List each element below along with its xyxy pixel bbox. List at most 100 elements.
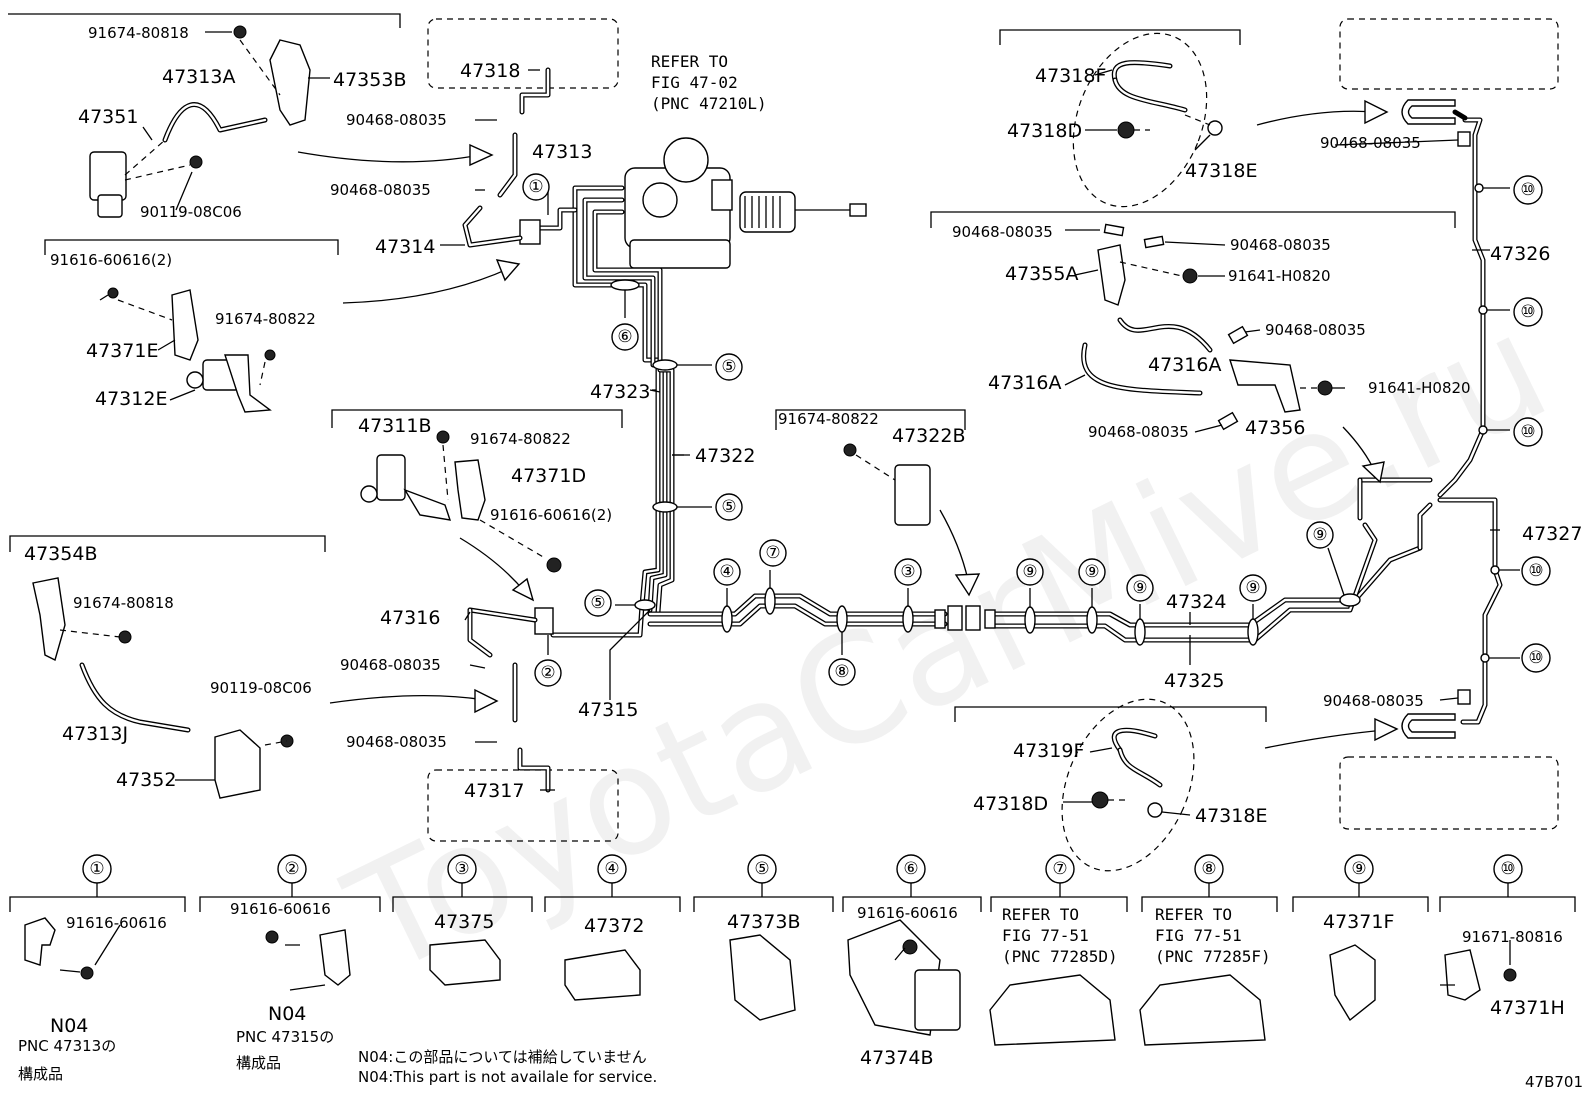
legend-c2-note-line2: 構成品 [236, 1054, 281, 1072]
svg-text:③: ③ [900, 562, 915, 582]
svg-text:⑤: ⑤ [590, 593, 605, 613]
legend-callout-9: ⑨ [1344, 854, 1374, 884]
label-47319F: 47319F [1013, 740, 1084, 762]
label-47354B: 47354B [24, 543, 97, 565]
callout-3-main: ③ [894, 558, 922, 586]
label-47352: 47352 [116, 769, 176, 791]
legend-c10-part-top: 91671-80816 [1462, 928, 1563, 946]
legend-c5-part: 47373B [727, 911, 800, 933]
part-labels: 91674-80818 47313A 47353B 47351 90119-08… [24, 24, 1582, 827]
callout-5-main-c: ⑤ [584, 589, 612, 617]
refer-fig-line1: REFER TO [651, 52, 728, 71]
callout-9-main-a: ⑨ [1016, 558, 1044, 586]
callout-10-main-e: ⑩ [1521, 643, 1551, 673]
svg-text:②: ② [540, 663, 555, 683]
legend-c2-note-line1: PNC 47315の [236, 1028, 334, 1046]
svg-text:⑨: ⑨ [1022, 562, 1037, 582]
svg-text:⑨: ⑨ [1351, 859, 1366, 879]
label-47317: 47317 [464, 780, 524, 802]
svg-text:⑤: ⑤ [754, 859, 769, 879]
svg-text:⑤: ⑤ [721, 357, 736, 377]
callout-1-main: ① [522, 173, 550, 201]
label-47353B: 47353B [333, 69, 406, 91]
label-91641-H0820-a: 91641-H0820 [1228, 267, 1331, 285]
label-47318E-top: 47318E [1185, 160, 1257, 182]
refer-fig-line3: (PNC 47210L) [651, 94, 767, 113]
refer-fig-line2: FIG 47-02 [651, 73, 738, 92]
legend-c9-part: 47371F [1323, 911, 1394, 933]
label-91674-80822-left: 91674-80822 [215, 310, 316, 328]
label-47316: 47316 [380, 607, 440, 629]
label-90468-08035-c: 90468-08035 [340, 656, 441, 674]
label-91641-H0820-b: 91641-H0820 [1368, 379, 1471, 397]
callout-10-main-b: ⑩ [1513, 297, 1543, 327]
legend-callout-6: ⑥ [896, 854, 926, 884]
legend-callout-2: ② [277, 854, 307, 884]
label-47325: 47325 [1164, 670, 1224, 692]
legend-callout-5: ⑤ [747, 854, 777, 884]
label-47313A: 47313A [162, 66, 235, 88]
label-90468-08035-e: 90468-08035 [1320, 134, 1421, 152]
label-47322: 47322 [695, 445, 755, 467]
svg-text:①: ① [89, 859, 104, 879]
callout-bubbles: ① ② ⑥ ⑤ ⑤ ⑤ ④ ⑦ ⑧ ③ ⑨ ⑨ ⑨ ⑨ ⑨ ⑩ ⑩ ⑩ ⑩ ⑩ [522, 173, 1551, 687]
label-47326: 47326 [1490, 243, 1550, 265]
label-47313J: 47313J [62, 723, 128, 745]
label-91674-80818-mid: 91674-80818 [73, 594, 174, 612]
legend-c3-part: 47375 [434, 911, 494, 933]
svg-text:⑨: ⑨ [1245, 578, 1260, 598]
svg-text:⑧: ⑧ [1201, 859, 1216, 879]
label-47356: 47356 [1245, 417, 1305, 439]
label-91616-60616-2-mid: 91616-60616(2) [490, 506, 612, 524]
callout-9-main-c: ⑨ [1126, 574, 1154, 602]
svg-text:④: ④ [604, 859, 619, 879]
callout-7-main: ⑦ [759, 539, 787, 567]
label-90468-08035-d: 90468-08035 [346, 733, 447, 751]
callout-9-main-d: ⑨ [1239, 574, 1267, 602]
legend-c1-note-line2: 構成品 [18, 1065, 63, 1083]
label-47318D-top: 47318D [1007, 120, 1082, 142]
legend-callout-7: ⑦ [1045, 854, 1075, 884]
svg-text:④: ④ [719, 562, 734, 582]
svg-text:⑩: ⑩ [1520, 422, 1535, 442]
brake-line-bundle [462, 67, 1503, 793]
legend-c1-code: N04 [50, 1015, 88, 1037]
legend-c2-part: 91616-60616 [230, 900, 331, 918]
label-91616-60616-2-top: 91616-60616(2) [50, 251, 172, 269]
svg-text:⑥: ⑥ [903, 859, 918, 879]
label-47316A-left: 47316A [988, 372, 1061, 394]
group-brackets [8, 13, 1456, 722]
callout-10-main-a: ⑩ [1513, 175, 1543, 205]
label-47312E: 47312E [95, 388, 167, 410]
svg-text:①: ① [528, 177, 543, 197]
callout-9-main-b: ⑨ [1078, 558, 1106, 586]
svg-text:⑤: ⑤ [721, 497, 736, 517]
legend-c7-line1: REFER TO [1002, 905, 1079, 924]
callout-5-main-b: ⑤ [715, 493, 743, 521]
brake-master-cylinder [624, 137, 867, 269]
callout-5-main-a: ⑤ [715, 353, 743, 381]
svg-text:⑦: ⑦ [765, 543, 780, 563]
label-47355A: 47355A [1005, 263, 1078, 285]
label-90468-08035-i: 90468-08035 [1088, 423, 1189, 441]
svg-text:③: ③ [454, 859, 469, 879]
svg-text:⑩: ⑩ [1500, 859, 1515, 879]
label-90119-08C06-mid: 90119-08C06 [210, 679, 312, 697]
svg-text:⑥: ⑥ [617, 327, 632, 347]
legend-callout-3: ③ [447, 854, 477, 884]
legend-c1-note-line1: PNC 47313の [18, 1037, 116, 1055]
label-91674-80822-right: 91674-80822 [778, 410, 879, 428]
part-illustrations [32, 25, 1471, 818]
legend-c10-part-bot: 47371H [1490, 997, 1565, 1019]
dashed-boxes [427, 18, 1559, 872]
callout-4-main: ④ [713, 558, 741, 586]
label-91674-80818-top: 91674-80818 [88, 24, 189, 42]
label-47324: 47324 [1166, 591, 1226, 613]
direction-arrows [297, 99, 1399, 749]
legend-callout-1: ① [82, 854, 112, 884]
legend-c1-part: 91616-60616 [66, 914, 167, 932]
svg-text:⑩: ⑩ [1520, 302, 1535, 322]
label-47318F: 47318F [1035, 65, 1106, 87]
label-47371E: 47371E [86, 340, 158, 362]
legend-c6-part-bot: 47374B [860, 1047, 933, 1069]
